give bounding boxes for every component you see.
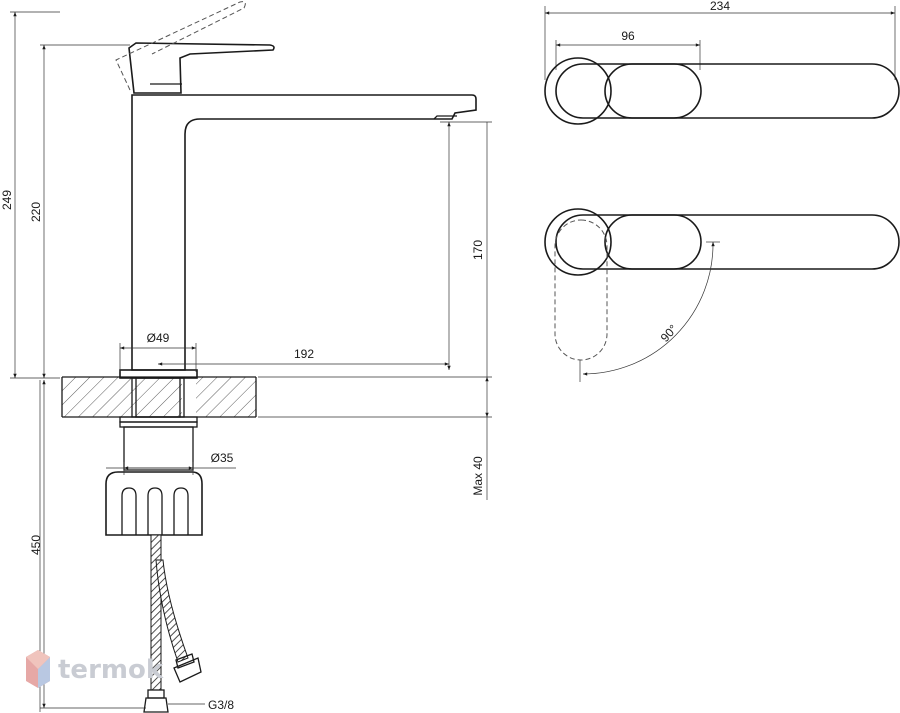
dim-base-diameter: Ø49 [147, 331, 170, 345]
countertop [61, 376, 257, 418]
top-view-rotated: 90° [544, 208, 900, 382]
top-view-closed [544, 57, 900, 125]
mounting-assembly [105, 377, 203, 536]
dim-total-height: 249 [0, 190, 14, 210]
dim-top-length: 234 [710, 0, 730, 13]
dim-handle-length: 96 [621, 29, 635, 43]
side-view [61, 1, 477, 713]
faucet-body [115, 1, 477, 379]
supply-hoses [143, 534, 202, 713]
dim-spout-reach: 192 [294, 347, 314, 361]
dim-body-height: 220 [29, 202, 43, 222]
dim-max-countertop: Max 40 [471, 456, 485, 496]
top-view: 234 96 90° [544, 0, 900, 382]
dim-spout-height: 170 [471, 240, 485, 260]
side-dimensions: 249 220 170 Ø49 192 Ø35 Max 40 450 [0, 11, 492, 712]
dim-hose-length: 450 [29, 535, 43, 555]
dim-rotation-angle: 90° [658, 322, 681, 345]
watermark-text: termok [58, 655, 164, 685]
watermark-logo: termok [26, 650, 164, 688]
dim-thread-diameter: Ø35 [211, 451, 234, 465]
dim-hose-thread: G3/8 [208, 698, 234, 712]
